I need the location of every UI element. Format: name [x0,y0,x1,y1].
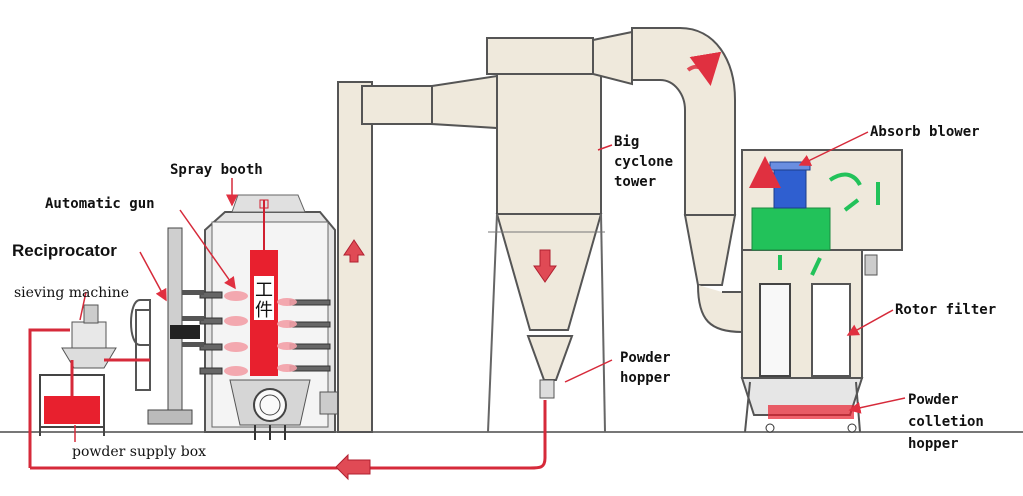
workpiece-char-2: 件 [255,300,273,321]
top-duct [592,27,743,334]
sieving-machine [61,304,117,369]
airflow-arrows [749,156,880,276]
label-powder-hopper-1: Powder [620,350,671,366]
label-powder-collection-1: Powder [908,392,959,408]
label-big: Big [614,134,639,150]
spray-mist [224,291,297,376]
label-spray-booth: Spray booth [170,162,263,178]
reciprocator [130,227,204,425]
big-cyclone-tower [486,37,606,433]
label-powder-supply-box: powder supply box [72,444,206,460]
label-tower: tower [614,174,656,190]
label-powder-collection-2: colletion [908,414,984,430]
label-reciprocator: Reciprocator [12,241,117,260]
label-rotor-filter: Rotor filter [895,302,996,318]
powder-pipes [28,328,547,470]
workpiece: 工 件 [250,199,278,376]
label-automatic-gun: Automatic gun [45,196,155,212]
label-powder-collection-3: hopper [908,436,959,452]
exhaust-duct [337,74,498,433]
label-sieving-machine: sieving machine [14,285,129,301]
label-powder-hopper-2: hopper [620,370,671,386]
label-cyclone: cyclone [614,154,673,170]
workpiece-char-1: 工 [255,280,273,301]
label-absorb-blower: Absorb blower [870,124,980,140]
leader-lines [74,131,906,442]
return-arrow [335,453,371,481]
